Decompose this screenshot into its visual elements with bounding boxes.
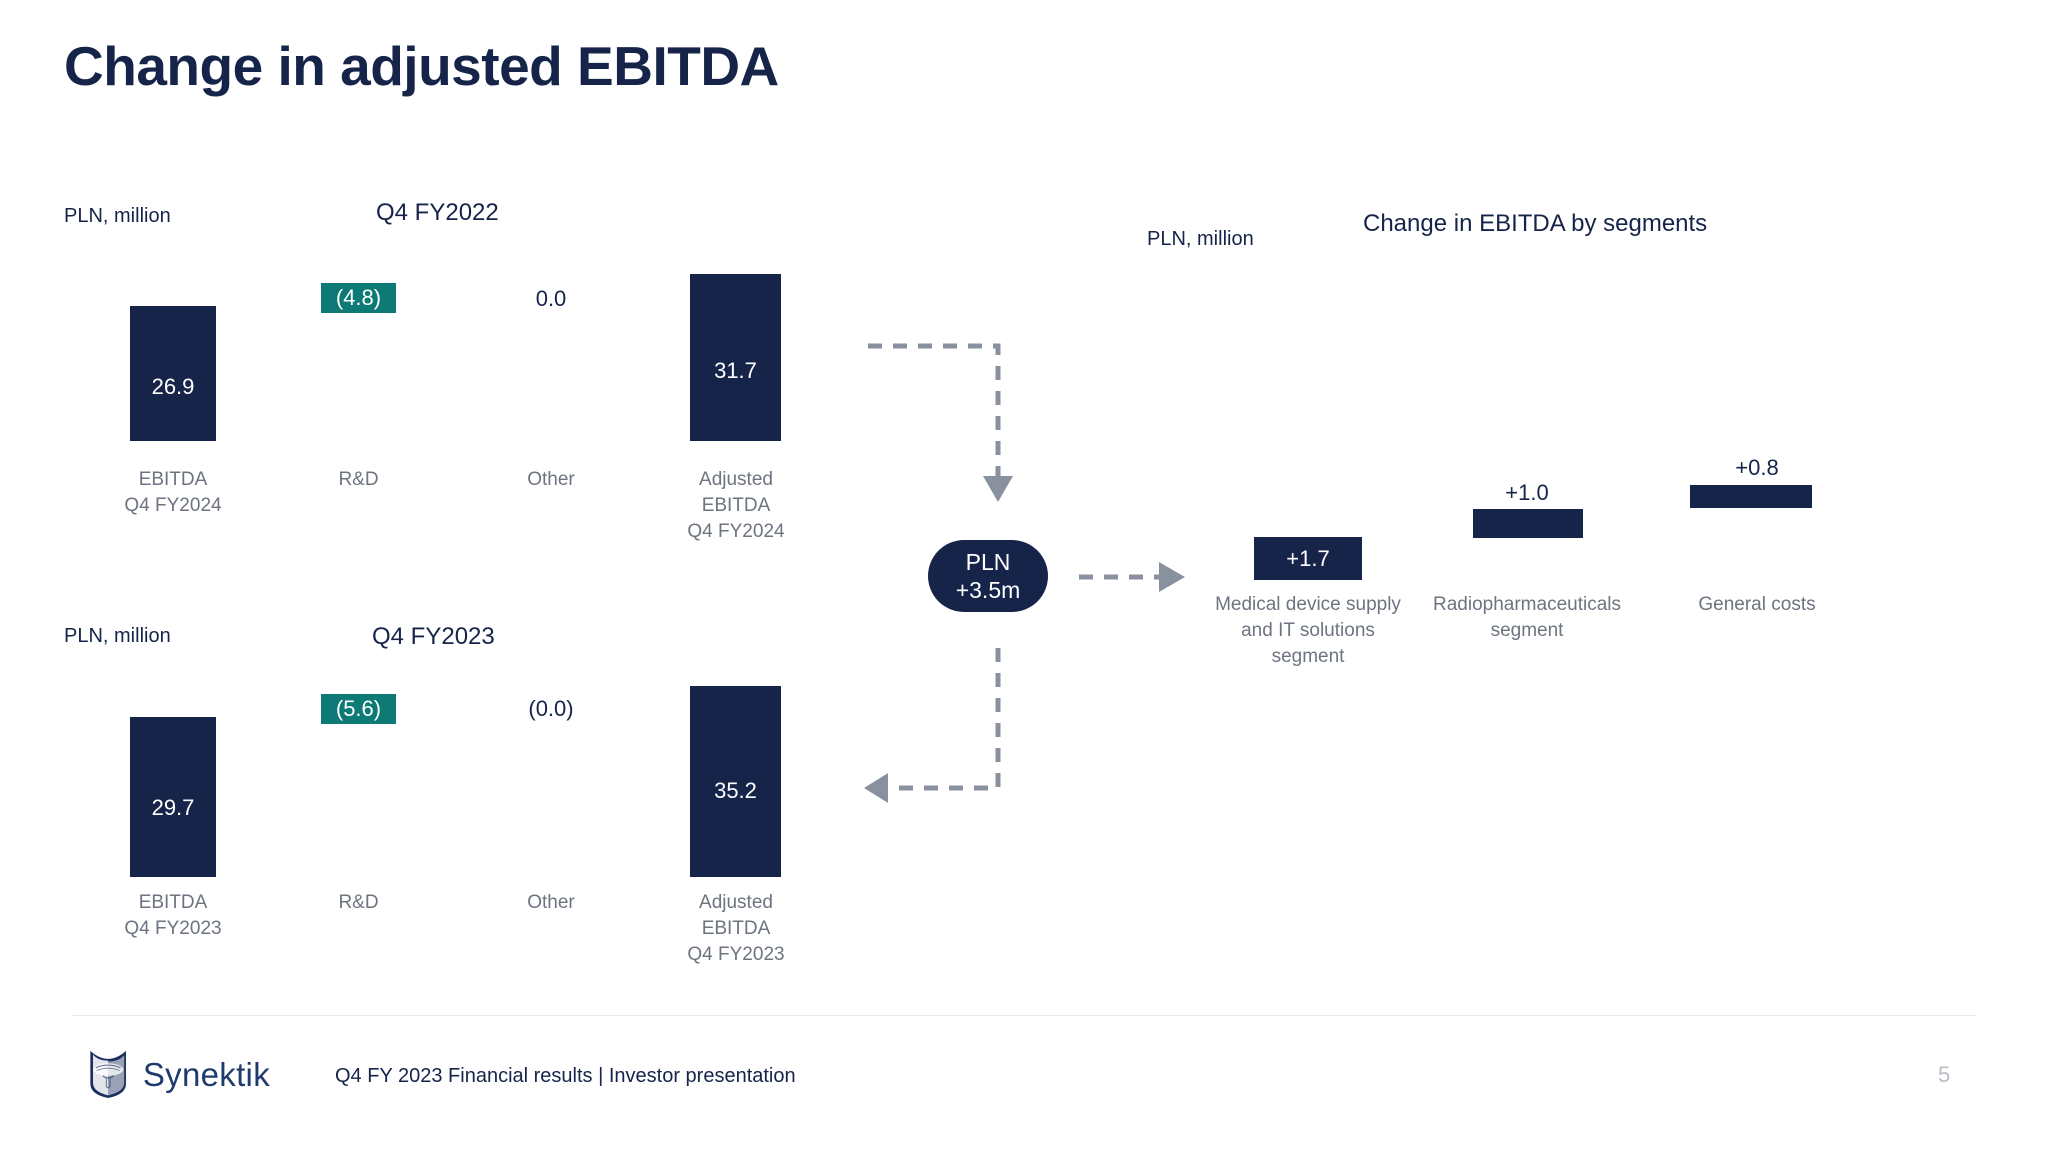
chart3-bar-general-costs <box>1690 485 1812 508</box>
chart2-bar-ebitda: 29.7 <box>130 717 216 877</box>
chart2-cat-rd: R&D <box>338 892 379 913</box>
chart3-cat-general-costs: General costs <box>1698 594 1816 615</box>
connector-arrow-left <box>864 648 1001 803</box>
chart3-cat-medical-device: Medical device supply and IT solutions s… <box>1215 594 1401 667</box>
chart2-cat-ebitda: EBITDA Q4 FY2023 <box>124 892 222 939</box>
page-number: 5 <box>1938 1062 1951 1087</box>
chart1-bar-other-value: 0.0 <box>535 286 567 311</box>
chart3-cat-radiopharma: Radiopharmaceuticals segment <box>1433 594 1621 641</box>
chart2-title: Q4 FY2023 <box>372 623 495 650</box>
chart1-unit-label: PLN, million <box>64 205 171 227</box>
chart1-cat-rd: R&D <box>338 469 379 490</box>
chart3-bar-radiopharma <box>1473 509 1583 538</box>
connector-arrow-down <box>868 343 1013 502</box>
chart2-cat-other: Other <box>527 892 575 913</box>
chart1-bar-adjusted-value: 31.7 <box>714 358 757 383</box>
chart2-bar-adjusted-value: 35.2 <box>714 778 757 803</box>
chart3-bar-medical-device-value: +1.7 <box>1286 545 1330 571</box>
chart2-unit-label: PLN, million <box>64 625 171 647</box>
pln-change-badge-currency: PLN <box>965 549 1011 575</box>
page-title: Change in adjusted EBITDA <box>64 35 779 97</box>
chart2-bar-ebitda-value: 29.7 <box>151 795 195 820</box>
chart2-bar-rd: (5.6) <box>321 694 396 724</box>
pln-change-badge-amount: +3.5m <box>955 577 1021 603</box>
synektik-wordmark: Synektik <box>142 1055 270 1093</box>
chart1-cat-ebitda: EBITDA Q4 FY2024 <box>124 469 222 516</box>
chart3-unit-label: PLN, million <box>1147 228 1254 250</box>
chart2-bar-rd-value: (5.6) <box>335 696 382 721</box>
footer-caption: Q4 FY 2023 Financial results | Investor … <box>335 1065 796 1087</box>
chart1-title: Q4 FY2022 <box>376 199 499 226</box>
footer-divider <box>72 1015 1976 1016</box>
synektik-logo: Synektik <box>85 1043 270 1105</box>
chart1-bar-rd-value: (4.8) <box>335 285 382 310</box>
chart1-bar-ebitda-value: 26.9 <box>151 374 195 399</box>
chart3-bar-radiopharma-value: +1.0 <box>1505 480 1549 505</box>
chart1-cat-other: Other <box>527 469 575 490</box>
chart1-bar-adjusted: 31.7 <box>690 274 781 441</box>
synektik-mark-icon <box>90 1050 126 1099</box>
chart1-bar-ebitda: 26.9 <box>130 306 216 441</box>
connector-arrow-right <box>1079 562 1185 592</box>
chart1-bar-rd: (4.8) <box>321 283 396 313</box>
chart3-title: Change in EBITDA by segments <box>1363 210 1708 237</box>
chart3-bar-medical-device: +1.7 <box>1254 537 1362 580</box>
chart3-bar-general-costs-value: +0.8 <box>1735 455 1779 480</box>
pln-change-badge: PLN +3.5m <box>928 540 1048 612</box>
chart2-cat-adjusted: Adjusted EBITDA Q4 FY2023 <box>687 892 785 965</box>
chart1-cat-adjusted: Adjusted EBITDA Q4 FY2024 <box>687 469 785 542</box>
chart2-bar-adjusted: 35.2 <box>690 686 781 877</box>
chart2-bar-other-value: (0.0) <box>528 696 574 721</box>
